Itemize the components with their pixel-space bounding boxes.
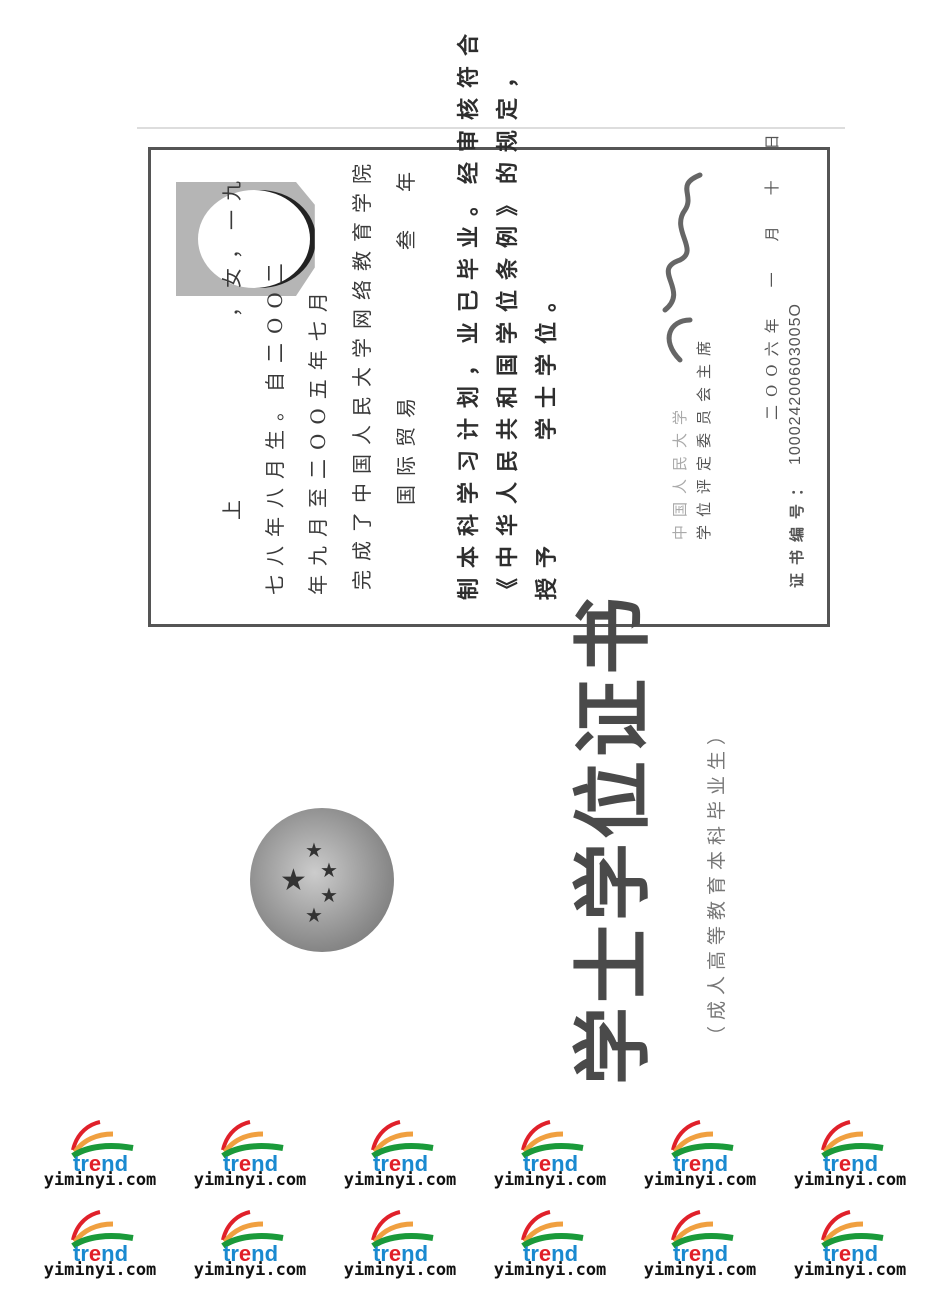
watermark-url: yiminyi.com bbox=[43, 1170, 157, 1190]
issue-date: 二OO六年 一 月 十 日 bbox=[763, 126, 781, 420]
svg-text:trend: trend bbox=[223, 1151, 278, 1172]
photo-placeholder bbox=[176, 182, 343, 296]
watermark-url: yiminyi.com bbox=[343, 1170, 457, 1190]
cert-line-9: 授予 学士学位。 bbox=[534, 279, 560, 600]
watermark-url: yiminyi.com bbox=[43, 1260, 157, 1280]
trend-logo-icon: trend bbox=[71, 1120, 134, 1172]
star-icon: ★ bbox=[280, 863, 307, 898]
trend-logo-icon: trend bbox=[221, 1210, 284, 1262]
certificate-number-label: 证书编号： bbox=[788, 472, 806, 588]
trend-logo-icon: trend bbox=[821, 1120, 884, 1172]
watermark-url: yiminyi.com bbox=[793, 1170, 907, 1190]
watermark-url: yiminyi.com bbox=[793, 1260, 907, 1280]
star-icon: ★ bbox=[320, 883, 338, 907]
watermark-url: yiminyi.com bbox=[193, 1260, 307, 1280]
svg-text:trend: trend bbox=[223, 1241, 278, 1262]
cert-major: 国际贸易 bbox=[394, 389, 418, 505]
watermark-url: yiminyi.com bbox=[193, 1170, 307, 1190]
trend-logo-icon: trend bbox=[371, 1210, 434, 1262]
trend-logo-icon: trend bbox=[71, 1210, 134, 1262]
trend-logo-icon: trend bbox=[821, 1210, 884, 1262]
signature bbox=[662, 172, 703, 363]
svg-text:trend: trend bbox=[373, 1151, 428, 1172]
cert-line-4: 完成了中国人民大学网络教育学院 bbox=[350, 155, 374, 590]
svg-text:trend: trend bbox=[523, 1151, 578, 1172]
svg-text:trend: trend bbox=[823, 1151, 878, 1172]
star-icon: ★ bbox=[305, 903, 323, 927]
scan-edge-line bbox=[137, 127, 845, 129]
watermark-url: yiminyi.com bbox=[343, 1260, 457, 1280]
svg-text:trend: trend bbox=[373, 1241, 428, 1262]
photo-cutout bbox=[198, 190, 310, 288]
cert-line-7: 制本科学习计划，业已毕业。经审核符合 bbox=[456, 23, 482, 600]
trend-logo-icon: trend bbox=[521, 1120, 584, 1172]
watermark-url: yiminyi.com bbox=[493, 1170, 607, 1190]
certificate-title: 学士学位证书 bbox=[568, 592, 659, 1085]
svg-text:trend: trend bbox=[673, 1151, 728, 1172]
watermark-url: yiminyi.com bbox=[643, 1170, 757, 1190]
issuer-name: 中国人民大学 bbox=[671, 401, 689, 540]
watermark-url: yiminyi.com bbox=[493, 1260, 607, 1280]
svg-text:trend: trend bbox=[523, 1241, 578, 1262]
national-emblem: ★ ★ ★ ★ ★ bbox=[250, 808, 394, 952]
svg-text:trend: trend bbox=[73, 1151, 128, 1172]
certificate-number: 100024200603005O bbox=[787, 303, 804, 465]
watermark-url: yiminyi.com bbox=[643, 1260, 757, 1280]
trend-logo-icon: trend bbox=[371, 1120, 434, 1172]
trend-logo-icon: trend bbox=[221, 1120, 284, 1172]
cert-line-1: 上 ，女，一九 bbox=[220, 172, 244, 520]
trend-logo-icon: trend bbox=[671, 1210, 734, 1262]
certificate-subtitle: （成人高等教育本科毕业生） bbox=[706, 719, 728, 1045]
svg-text:trend: trend bbox=[823, 1241, 878, 1262]
trend-logo-icon: trend bbox=[671, 1120, 734, 1172]
trend-logo-icon: trend bbox=[521, 1210, 584, 1262]
star-icon: ★ bbox=[305, 838, 323, 862]
cert-line-3: 年九月至二OO五年七月 bbox=[306, 283, 330, 595]
svg-text:trend: trend bbox=[673, 1241, 728, 1262]
star-icon: ★ bbox=[320, 858, 338, 882]
svg-text:trend: trend bbox=[73, 1241, 128, 1262]
cert-line-8: 《中华人民共和国学位条例》的规定， bbox=[495, 55, 521, 600]
certificate-frame bbox=[148, 147, 830, 627]
cert-duration: 叁 年 bbox=[394, 163, 418, 250]
cert-line-2: 七八年八月生。自二OO二 bbox=[263, 254, 287, 595]
